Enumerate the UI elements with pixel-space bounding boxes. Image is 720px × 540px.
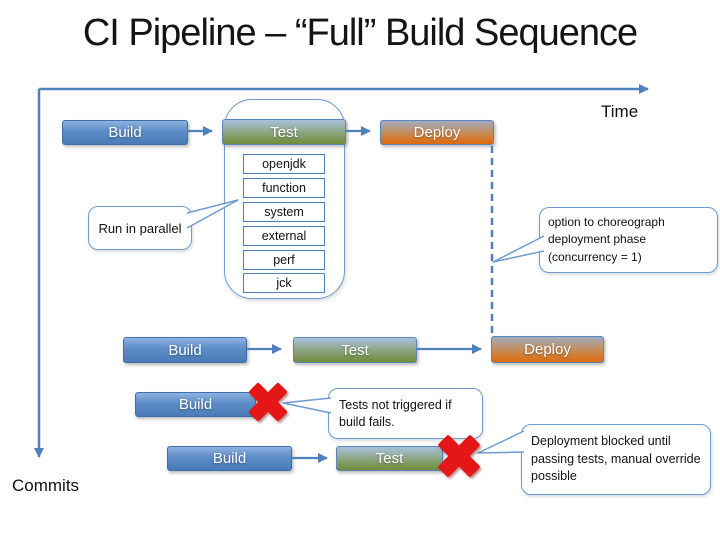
- test-stage-row4-failed: Test: [336, 446, 443, 471]
- build-stage-row4: Build: [167, 446, 292, 471]
- test-suite-external: external: [243, 226, 325, 246]
- test-suite-system: system: [243, 202, 325, 222]
- build-stage-row1: Build: [62, 120, 188, 145]
- choreograph-callout-tail: [492, 235, 545, 263]
- test-failed-x-icon: [438, 435, 480, 477]
- test-suite-function: function: [243, 178, 325, 198]
- tests-not-triggered-callout-tail: [282, 397, 332, 414]
- page-title: CI Pipeline – “Full” Build Sequence: [82, 12, 638, 54]
- time-axis-label: Time: [601, 102, 639, 121]
- deploy-stage-row1: Deploy: [380, 120, 494, 145]
- build-stage-row3-failed: Build: [135, 392, 256, 417]
- choreograph-deployment-callout: option to choreograph deployment phase (…: [539, 207, 718, 273]
- test-stage-row1: Test: [222, 119, 346, 145]
- test-suite-jck: jck: [243, 273, 325, 293]
- tests-not-triggered-callout: Tests not triggered if build fails.: [328, 388, 483, 439]
- deploy-stage-row2: Deploy: [491, 336, 604, 363]
- run-in-parallel-callout: Run in parallel: [88, 206, 192, 250]
- commits-axis-label: Commits: [12, 476, 80, 495]
- deployment-blocked-callout: Deployment blocked until passing tests, …: [521, 424, 711, 495]
- build-stage-row2: Build: [123, 337, 247, 363]
- test-suite-perf: perf: [243, 250, 325, 270]
- deployment-blocked-callout-tail: [477, 430, 525, 454]
- test-stage-row2: Test: [293, 337, 417, 363]
- test-suite-openjdk: openjdk: [243, 154, 325, 174]
